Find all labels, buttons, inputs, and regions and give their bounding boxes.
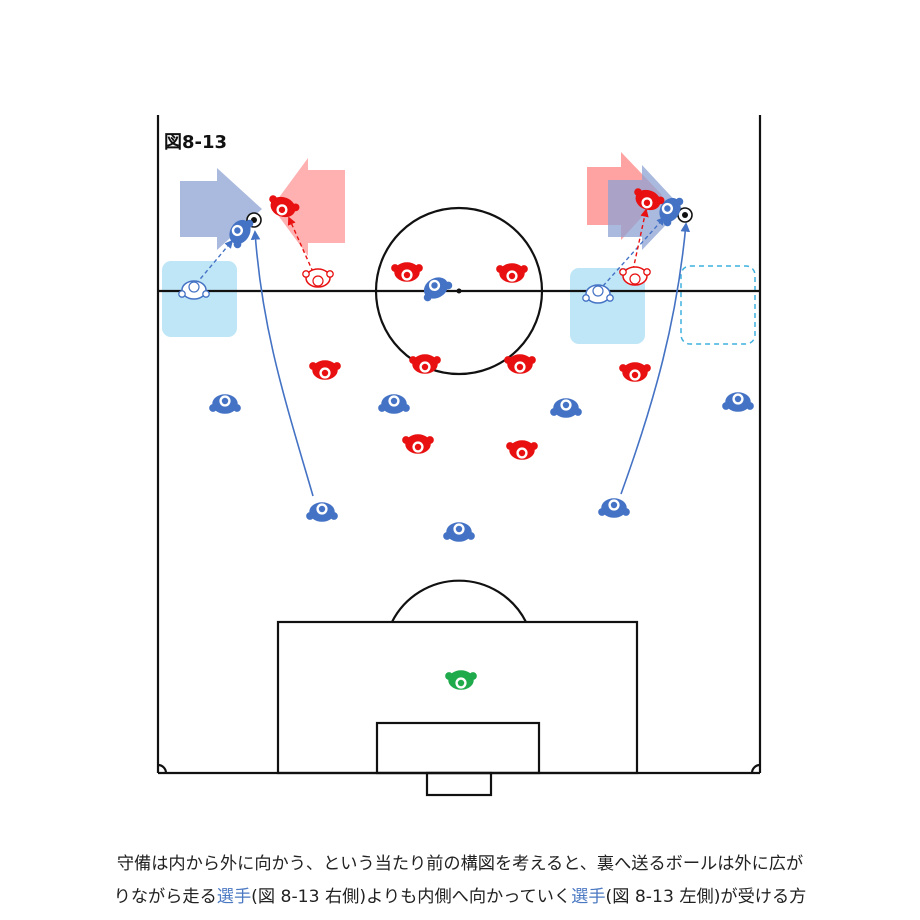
player-link[interactable]: 選手 [216,887,252,907]
figure-label: 図8-13 [164,132,228,153]
player-icon [423,277,453,302]
caption-line-1: 守備は内から外に向かう、という当たり前の構図を考えると、裏へ送るボールは外に広が [116,854,804,874]
caption-line-2-part-c: (図 8-13 左側)が受ける方 [605,887,807,907]
player-icon [378,394,410,414]
move-arrow-left-red [287,216,314,273]
player-icon [409,354,441,374]
player-icon [209,394,241,414]
player-previous-position-icon [619,266,651,286]
player-icon [269,195,300,218]
player-icon [504,354,536,374]
move-arrow-right-red [632,208,649,271]
run-arrow-left [250,230,314,497]
big-arrow-left-red [272,158,345,256]
player-icon [722,392,754,412]
player-previous-position-icon [178,280,210,300]
player-icon [598,498,630,518]
player-previous-position-icon [582,284,614,304]
player-icon [229,219,254,249]
space-highlight-left [162,261,237,337]
space-highlight-dashed [680,265,756,345]
center-spot [456,288,462,294]
player-icon [445,670,477,690]
penalty-arc [391,579,527,623]
corner-arc-right [750,763,761,774]
move-arrow-right-blue [602,216,666,287]
player-icon [309,360,341,380]
goal [425,771,493,797]
player-icon [619,362,651,382]
player-previous-position-icon [302,268,334,288]
run-arrow-right [620,222,691,495]
penalty-area [276,620,639,775]
player-icon [306,502,338,522]
center-circle [374,206,544,376]
player-icon [506,440,538,460]
player-icon [659,197,684,227]
player-icon [550,398,582,418]
player-icon [391,262,423,282]
goal-area [375,721,541,775]
player-icon [402,434,434,454]
corner-arc-left [157,763,168,774]
player-icon [443,522,475,542]
space-highlight-right [570,268,645,344]
caption-text: 守備は内から外に向かう、という当たり前の構図を考えると、裏へ送るボールは外に広が… [18,848,902,914]
caption-line-2-part-a: りながら走る [113,887,217,907]
player-icon [634,188,665,211]
big-arrow-left-blue [180,168,262,250]
pitch-diagram [156,115,762,797]
caption-line-2-part-b: (図 8-13 右側)よりも内側へ向かっていく [251,887,572,907]
move-arrow-left-blue [195,239,234,285]
player-link[interactable]: 選手 [571,887,606,907]
player-icon [496,263,528,283]
caption-line-2: りながら走る選手(図 8-13 右側)よりも内側へ向かっていく選手(図 8-13… [18,881,902,914]
